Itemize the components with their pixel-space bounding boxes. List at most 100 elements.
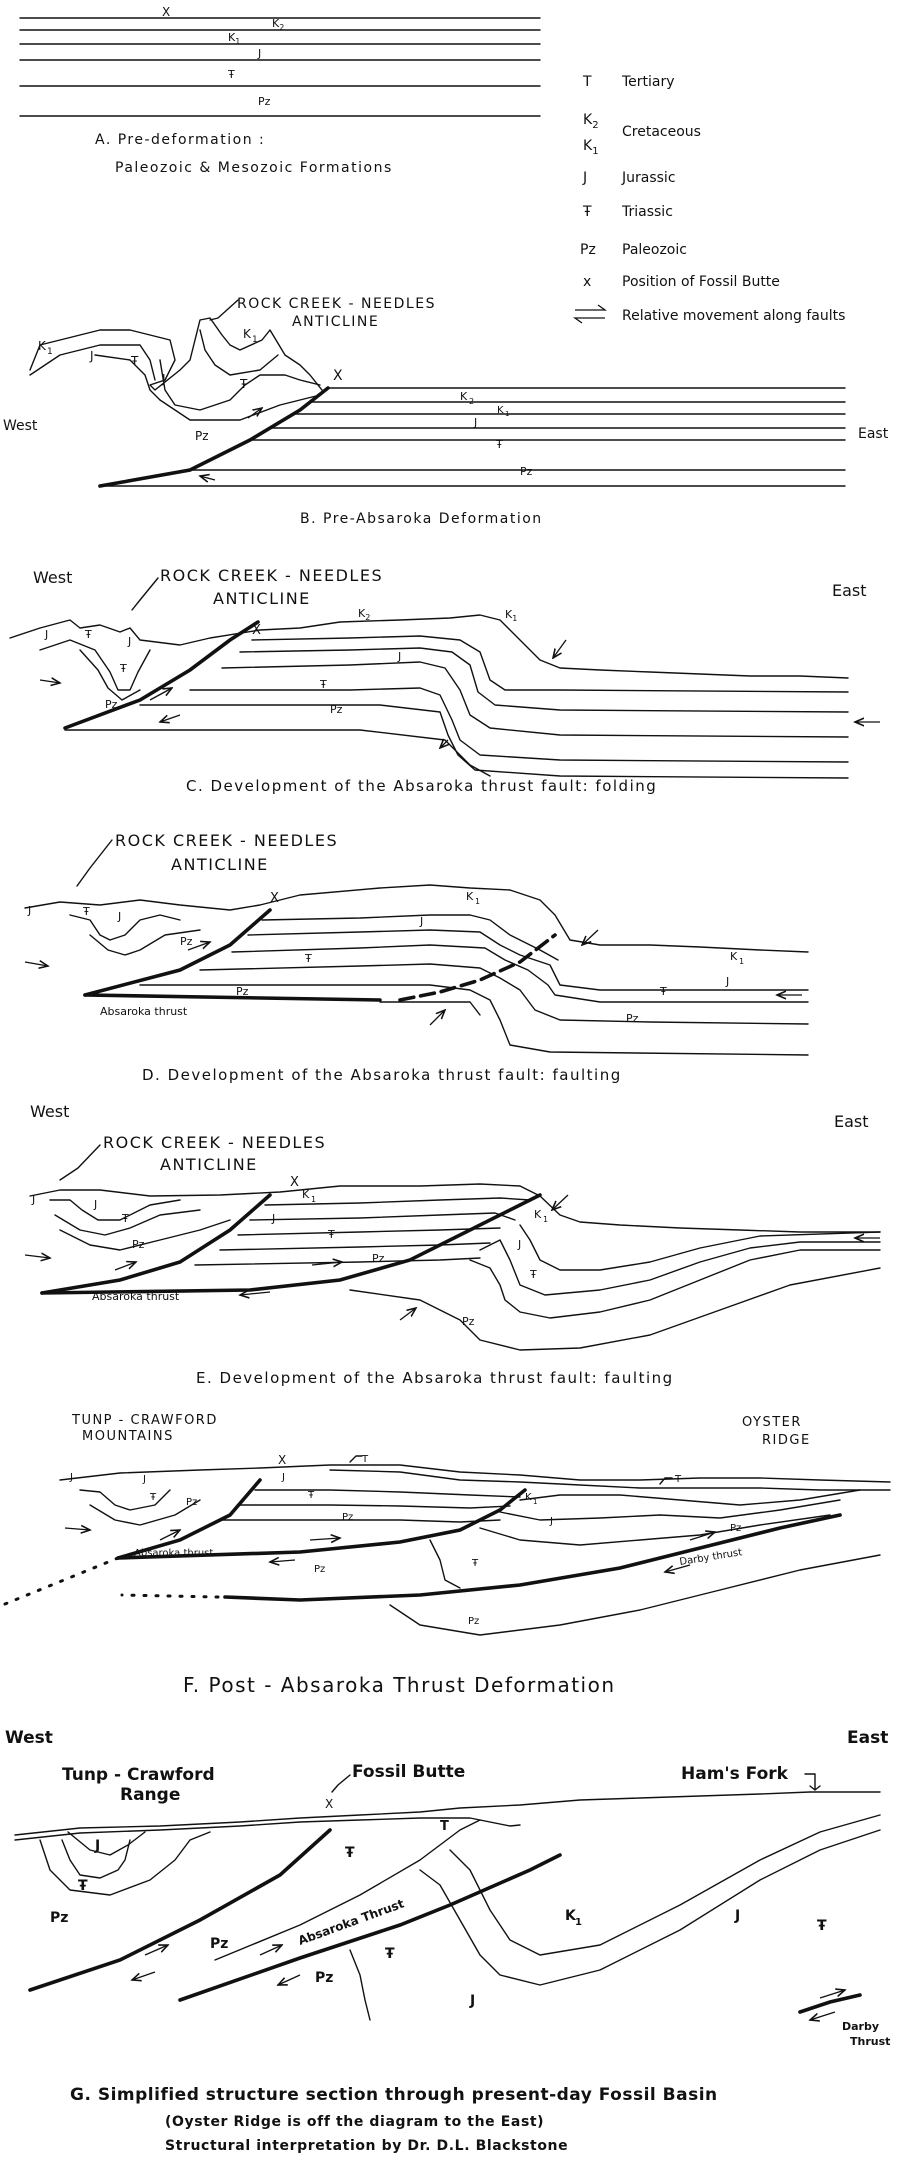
east-label-b: East (858, 426, 889, 442)
svg-text:Pz: Pz (314, 1564, 325, 1575)
svg-text:Pz: Pz (468, 1616, 479, 1627)
svg-text:Ŧ: Ŧ (327, 1228, 335, 1241)
svg-text:Pz: Pz (520, 465, 533, 478)
tertiary-label-g: T (440, 1819, 449, 1834)
legend-text-fossil-butte: Position of Fossil Butte (622, 274, 780, 290)
svg-text:J: J (94, 1838, 100, 1854)
fossil-butte-marker-d: X (270, 891, 279, 906)
caption-c: C. Development of the Absaroka thrust fa… (186, 777, 657, 795)
svg-text:Ŧ: Ŧ (121, 1212, 129, 1225)
svg-text:J: J (281, 1472, 285, 1483)
svg-text:Ŧ: Ŧ (385, 1946, 395, 1962)
svg-text:Pz: Pz (330, 703, 343, 716)
svg-text:Pz: Pz (50, 1910, 68, 1926)
svg-text:J: J (31, 1193, 35, 1206)
east-label-g: East (847, 1728, 888, 1748)
svg-text:Pz: Pz (236, 985, 249, 998)
svg-text:J: J (27, 904, 31, 917)
oyster-ridge-label2: RIDGE (762, 1433, 811, 1448)
svg-text:1: 1 (475, 897, 480, 906)
caption-a-line2: Paleozoic & Mesozoic Formations (115, 160, 393, 176)
svg-text:Pz: Pz (105, 698, 118, 711)
label-k2: K2 (272, 17, 284, 32)
fossil-butte-marker-g: X (325, 1797, 333, 1811)
svg-text:Ŧ: Ŧ (119, 662, 127, 675)
oyster-ridge-label1: OYSTER (742, 1415, 802, 1430)
label-tr: Ŧ (227, 68, 235, 81)
east-label-e: East (834, 1112, 869, 1131)
anticline-label-d2: ANTICLINE (171, 855, 269, 874)
legend-text-cretaceous: Cretaceous (622, 124, 701, 140)
legend-sym-tr: Ŧ (582, 204, 592, 220)
svg-text:J: J (734, 1908, 740, 1924)
anticline-label-e2: ANTICLINE (160, 1155, 258, 1174)
svg-text:Pz: Pz (462, 1315, 475, 1328)
panel-c: West East ROCK CREEK - NEEDLES ANTICLINE… (9, 566, 880, 795)
panel-d: ROCK CREEK - NEEDLES ANTICLINE X J Ŧ J P… (24, 831, 809, 1084)
svg-text:T: T (674, 1474, 682, 1485)
legend-sym-x: x (583, 274, 591, 290)
svg-text:1: 1 (311, 1195, 316, 1204)
anticline-label-d1: ROCK CREEK - NEEDLES (115, 831, 338, 850)
east-label-c: East (832, 581, 867, 600)
svg-text:Pz: Pz (342, 1512, 353, 1523)
anticline-label-c2: ANTICLINE (213, 589, 311, 608)
svg-text:J: J (69, 1472, 73, 1483)
svg-text:Pz: Pz (372, 1252, 385, 1265)
caption-a-line1: A. Pre-deformation : (95, 132, 265, 148)
west-label-b: West (3, 418, 38, 434)
fossil-butte-marker-b: X (333, 368, 343, 384)
svg-text:J: J (44, 628, 48, 641)
svg-text:Ŧ: Ŧ (84, 628, 92, 641)
svg-text:K: K (565, 1908, 577, 1924)
svg-text:Pz: Pz (730, 1523, 741, 1534)
svg-text:1: 1 (543, 1215, 548, 1224)
svg-text:K: K (525, 1492, 532, 1503)
legend-text-jurassic: Jurassic (621, 170, 676, 186)
west-label-g: West (5, 1728, 53, 1748)
legend-sym-pz: Pz (580, 242, 596, 258)
legend-arrows-icon (572, 304, 608, 324)
svg-text:Ŧ: Ŧ (817, 1918, 827, 1934)
caption-e: E. Development of the Absaroka thrust fa… (196, 1369, 674, 1387)
svg-text:Ŧ: Ŧ (130, 354, 139, 368)
label-pz: Pz (258, 95, 271, 108)
tunp-crawford-range-label1: Tunp - Crawford (62, 1765, 215, 1785)
label-j: J (257, 47, 261, 60)
legend-sym-k2: K2 (583, 112, 599, 131)
legend-sym-t: T (582, 74, 592, 90)
svg-text:Ŧ: Ŧ (319, 678, 327, 691)
svg-text:J: J (473, 416, 477, 429)
svg-text:J: J (725, 975, 729, 988)
svg-text:Pz: Pz (315, 1970, 333, 1986)
label-k2-c: K2 (358, 607, 370, 622)
svg-text:K: K (497, 405, 504, 416)
anticline-label-b1: ROCK CREEK - NEEDLES (237, 296, 436, 312)
absaroka-thrust-label-e: Absaroka thrust (92, 1290, 180, 1303)
legend-text-paleozoic: Paleozoic (622, 242, 687, 258)
svg-text:K: K (38, 339, 47, 353)
panel-a: X K2 K1 J Ŧ Pz A. Pre-deformation : Pale… (19, 5, 541, 176)
svg-text:J: J (549, 1516, 553, 1527)
svg-text:Pz: Pz (626, 1012, 639, 1025)
legend: T Tertiary K2 K1 Cretaceous J Jurassic Ŧ… (572, 74, 845, 324)
fossil-butte-marker-e: X (290, 1175, 299, 1190)
anticline-label-c1: ROCK CREEK - NEEDLES (160, 566, 383, 585)
svg-text:Ŧ: Ŧ (307, 1490, 315, 1501)
svg-text:K: K (460, 390, 468, 403)
west-label-c: West (33, 568, 72, 587)
fossil-butte-marker-f: X (278, 1453, 286, 1467)
svg-text:1: 1 (47, 347, 53, 357)
svg-text:Pz: Pz (195, 429, 209, 443)
legend-sym-j: J (582, 170, 587, 186)
caption-g-line2: (Oyster Ridge is off the diagram to the … (165, 2114, 544, 2130)
absaroka-thrust-label-d: Absaroka thrust (100, 1005, 188, 1018)
label-k1: K1 (228, 31, 240, 46)
svg-text:K: K (466, 890, 474, 903)
tertiary-label-f: T (361, 1454, 369, 1465)
svg-text:Ŧ: Ŧ (304, 952, 312, 965)
caption-g-line3: Structural interpretation by Dr. D.L. Bl… (165, 2138, 568, 2154)
svg-text:J: J (469, 1993, 475, 2009)
svg-text:Ŧ: Ŧ (149, 1492, 157, 1503)
svg-text:Ŧ: Ŧ (78, 1878, 88, 1894)
